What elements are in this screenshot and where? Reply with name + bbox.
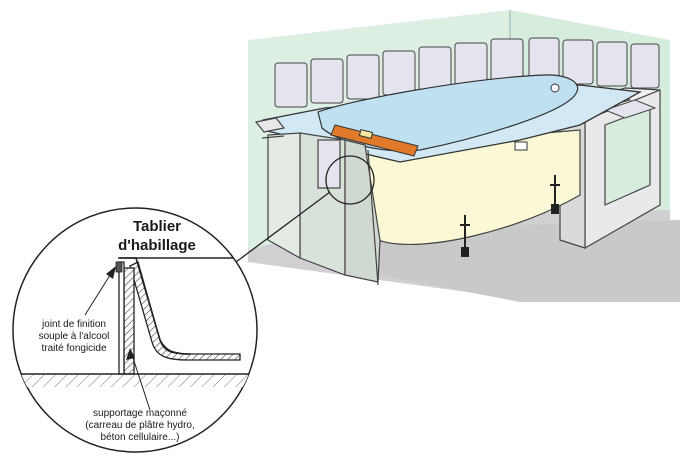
apron-panel (267, 132, 381, 286)
detail-circle (12, 207, 258, 453)
joint-label-line: traité fongicide (41, 343, 107, 354)
tub-feet (460, 175, 560, 257)
support-label-line: béton cellulaire...) (100, 432, 180, 443)
detail-section (13, 257, 257, 387)
detail-title-line2: d'habillage (118, 237, 196, 254)
tub-drain (514, 141, 528, 151)
support-label-line: (carreau de plâtre hydro, (85, 420, 195, 431)
joint-label-line: souple à l'alcool (38, 331, 110, 342)
support-label-line: supportage maçonné (93, 408, 187, 419)
joint-label-line: joint de finition (42, 319, 106, 330)
detail-title-line1: Tablier (132, 218, 182, 235)
spirit-level (330, 124, 419, 157)
detail-focus-circle (325, 155, 375, 205)
left-wall-bracket (254, 117, 286, 139)
support-arrow (131, 354, 151, 411)
tub-basin (317, 74, 579, 152)
detail-leader-line (235, 191, 331, 263)
joint-label: joint de finition souple à l'alcool trai… (18, 319, 130, 355)
joint-arrow (84, 271, 113, 316)
tub-overflow (550, 83, 560, 93)
support-label: supportage maçonné (carreau de plâtre hy… (70, 408, 210, 444)
wall-tiles (274, 37, 660, 108)
